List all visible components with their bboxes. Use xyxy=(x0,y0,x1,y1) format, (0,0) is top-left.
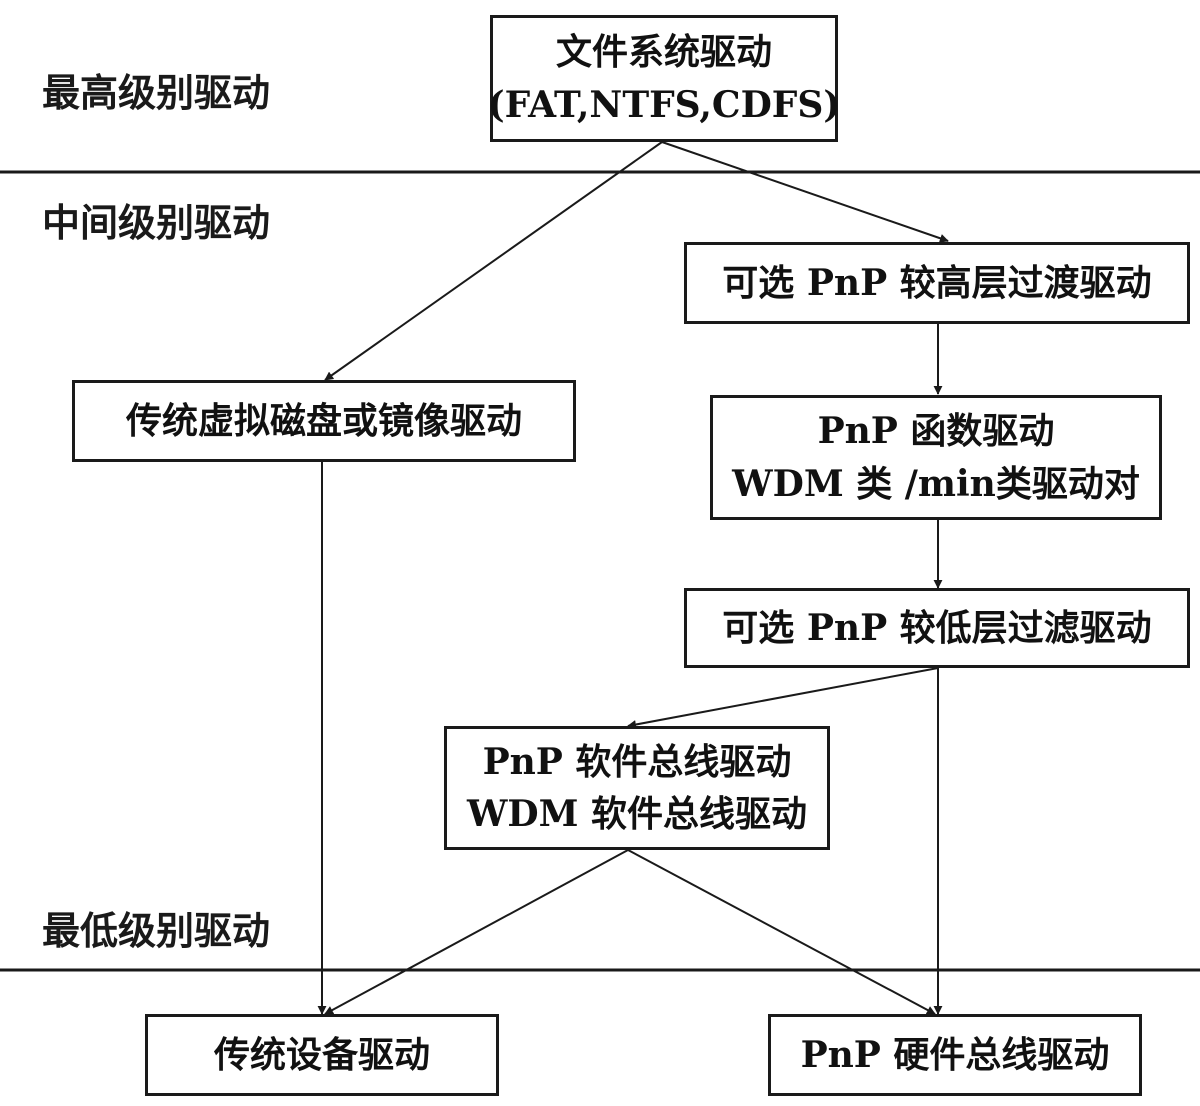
function-driver-subtitle: WDM 类 /min类驱动对 xyxy=(732,462,1140,505)
upper-filter-driver-box: 可选 PnP 较高层过渡驱动 xyxy=(684,242,1190,324)
upper-filter-driver-label: 可选 PnP 较高层过渡驱动 xyxy=(722,261,1152,304)
lower-filter-driver-label: 可选 PnP 较低层过滤驱动 xyxy=(722,606,1152,649)
software-bus-driver-subtitle: WDM 软件总线驱动 xyxy=(466,793,808,835)
arrow-softbus-to-hwbus xyxy=(627,849,936,1015)
legacy-device-driver-box: 传统设备驱动 xyxy=(145,1014,499,1096)
hardware-bus-driver-box: PnP 硬件总线驱动 xyxy=(768,1014,1142,1096)
arrow-fs-to-upper-filter xyxy=(661,141,949,243)
software-bus-driver-title: PnP 软件总线驱动 xyxy=(482,740,792,783)
lower-filter-driver-box: 可选 PnP 较低层过滤驱动 xyxy=(684,588,1190,668)
hardware-bus-driver-label: PnP 硬件总线驱动 xyxy=(800,1033,1110,1076)
arrow-lower-to-softbus xyxy=(627,667,939,729)
filesystem-driver-examples: (FAT,NTFS,CDFS) xyxy=(487,83,841,126)
legacy-virtual-disk-driver-box: 传统虚拟磁盘或镜像驱动 xyxy=(72,380,576,462)
software-bus-driver-box: PnP 软件总线驱动 WDM 软件总线驱动 xyxy=(444,726,830,850)
legacy-device-driver-label: 传统设备驱动 xyxy=(213,1033,430,1076)
arrow-softbus-to-legacy-device xyxy=(324,849,629,1015)
legacy-virtual-disk-driver-label: 传统虚拟磁盘或镜像驱动 xyxy=(125,399,522,442)
function-driver-box: PnP 函数驱动 WDM 类 /min类驱动对 xyxy=(710,395,1162,520)
filesystem-driver-title: 文件系统驱动 xyxy=(555,31,772,74)
level-label-highest: 最高级别驱动 xyxy=(42,71,271,115)
arrow-fs-to-vdisk xyxy=(324,141,663,381)
level-label-lowest: 最低级别驱动 xyxy=(42,909,271,953)
filesystem-driver-box: 文件系统驱动 (FAT,NTFS,CDFS) xyxy=(487,15,841,142)
function-driver-title: PnP 函数驱动 xyxy=(817,410,1055,453)
level-label-middle: 中间级别驱动 xyxy=(42,201,271,245)
